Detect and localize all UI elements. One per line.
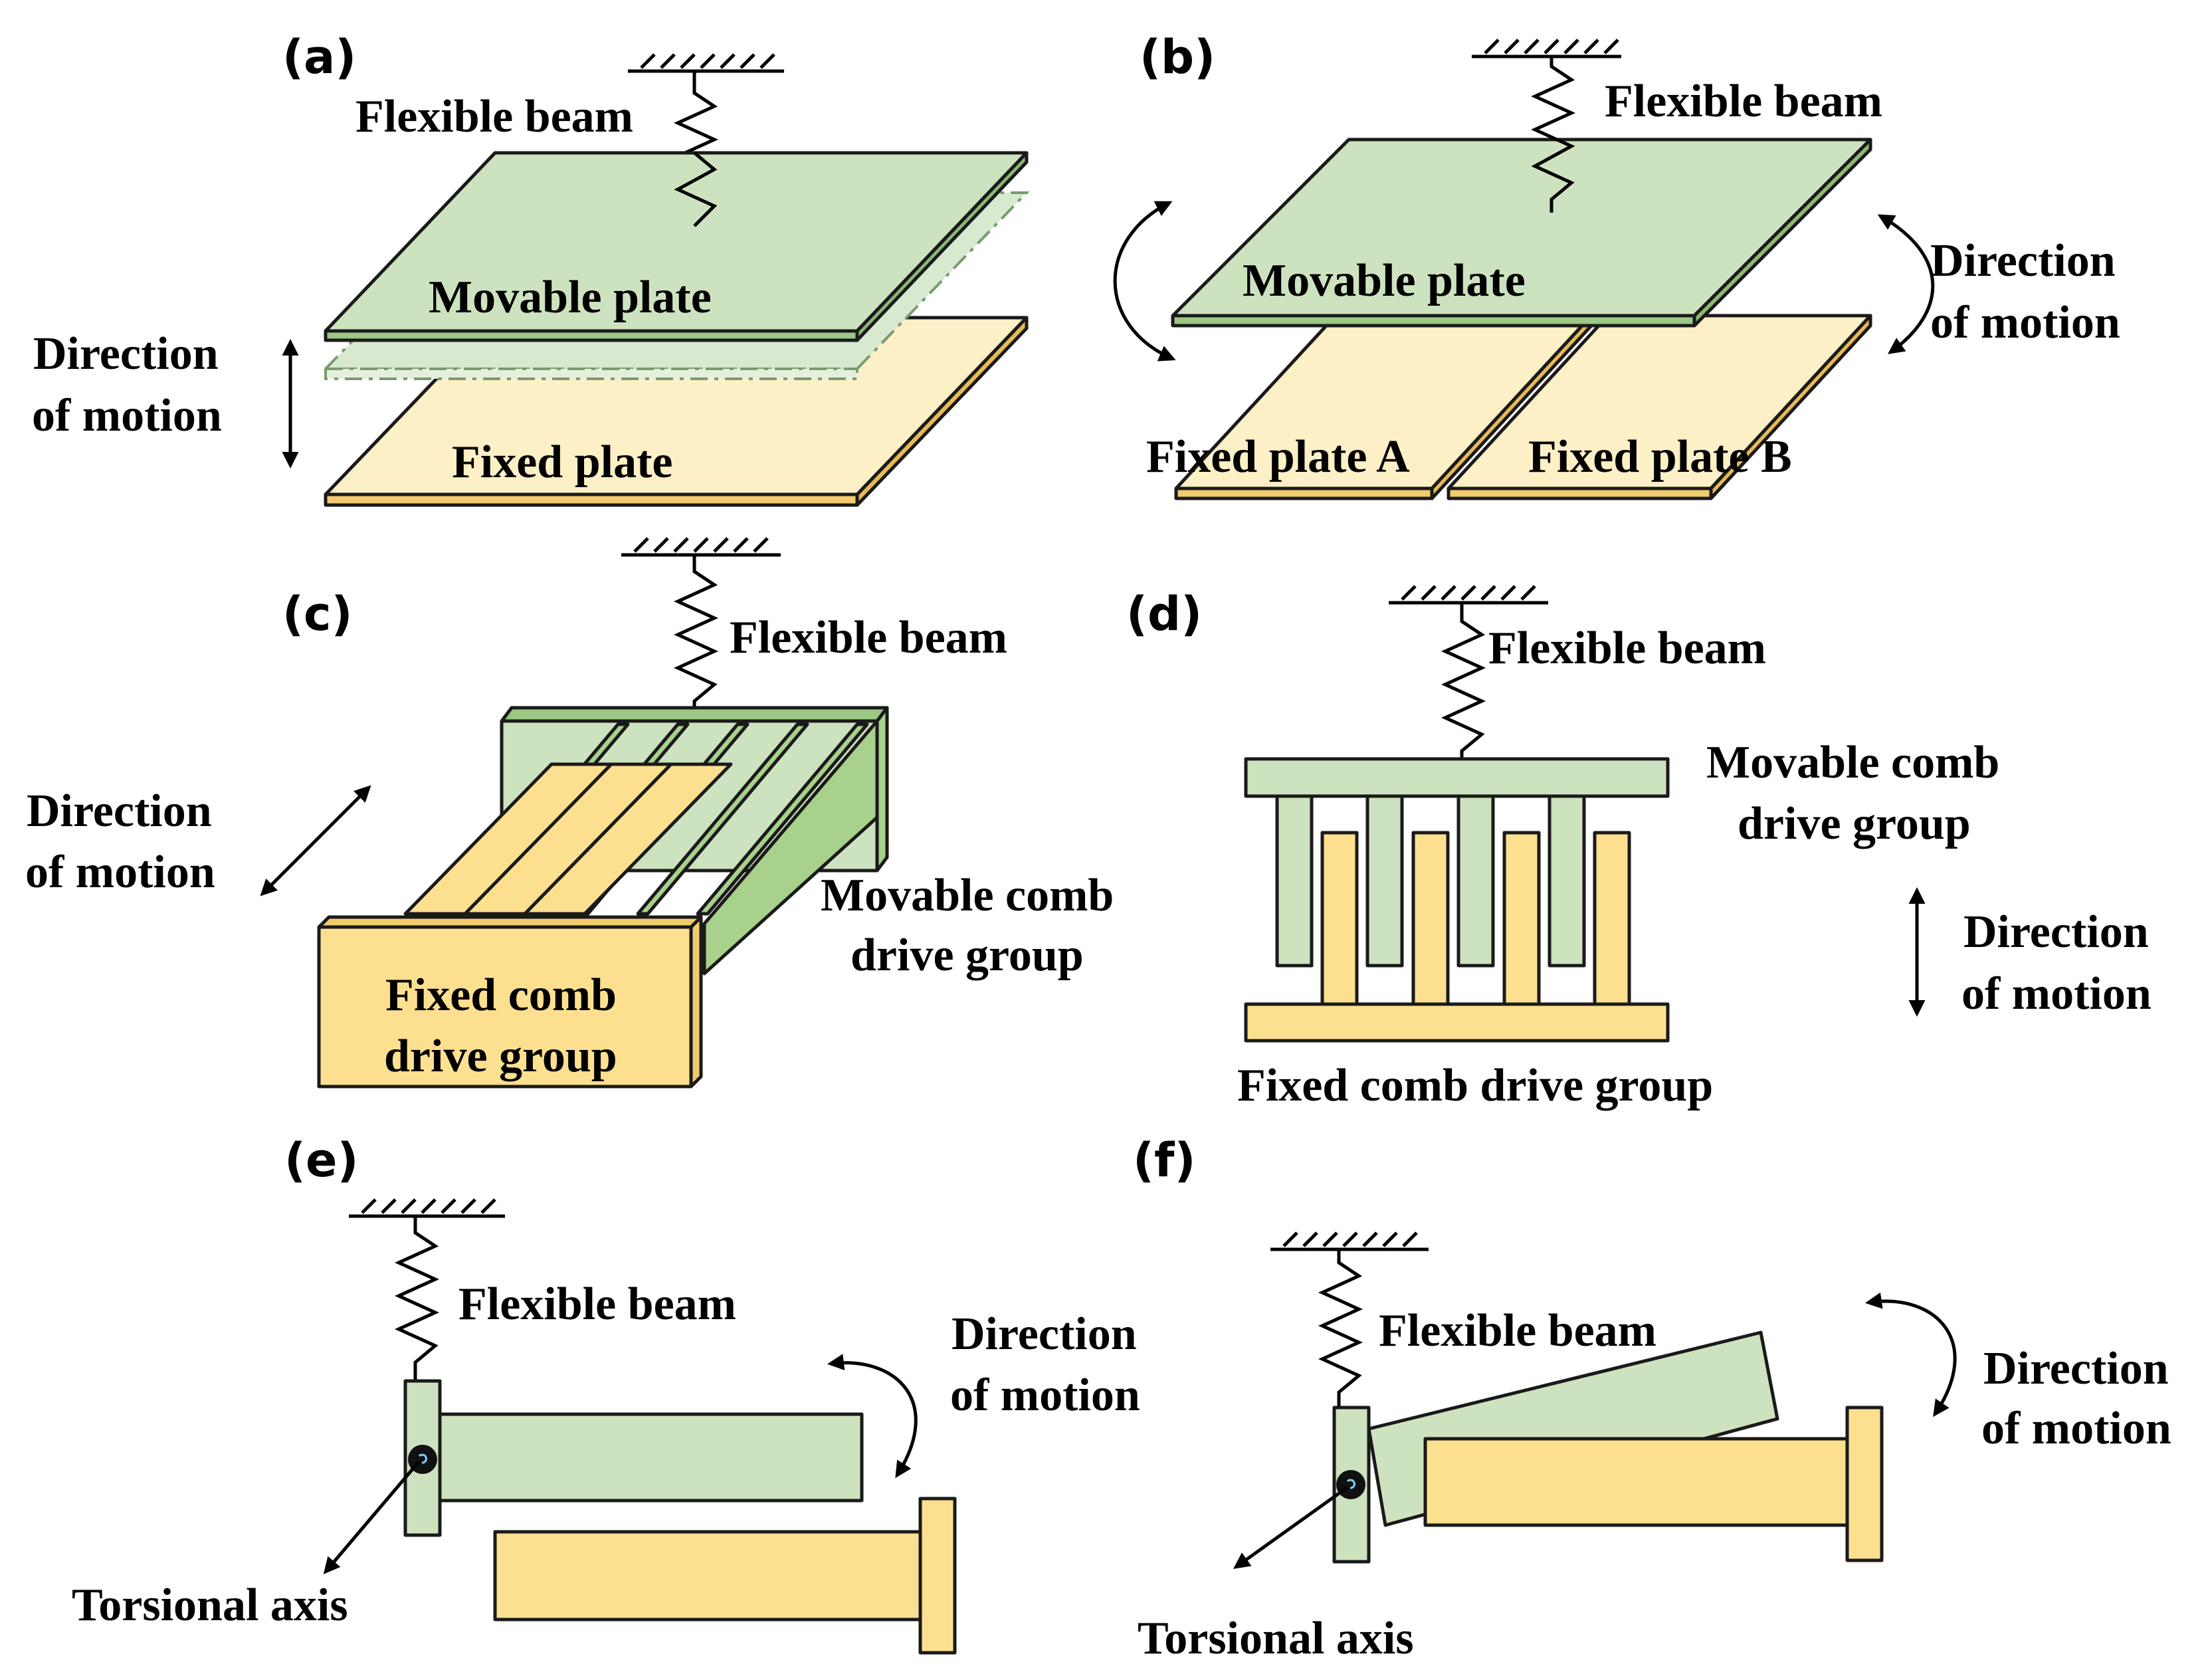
panel-f-tag: (f) xyxy=(1133,1133,1195,1188)
panel-b-movable-plate-label: Movable plate xyxy=(1243,255,1526,306)
panel-e-torsional-axis-arrow xyxy=(323,1461,420,1574)
panel-a-spring-lower xyxy=(674,152,718,227)
panel-e-movable-beam xyxy=(403,1379,864,1537)
panel-e-tag: (e) xyxy=(284,1133,358,1188)
panel-e-rotation-arrow xyxy=(827,1354,918,1479)
panel-a-direction-label-1: Direction xyxy=(33,328,219,379)
panel-c-anchor-icon xyxy=(621,537,781,557)
panel-a-fixed-plate-label: Fixed plate xyxy=(452,437,672,488)
panel-b-left-rotation-arrow xyxy=(1113,201,1176,362)
panel-c-movable-comb-side xyxy=(702,719,879,976)
panel-e-direction-label-1: Direction xyxy=(952,1309,1137,1360)
panel-e-anchor-icon xyxy=(349,1198,505,1218)
panel-e-torsional-axis-label: Torsional axis xyxy=(72,1580,348,1631)
panel-f-spring xyxy=(1318,1249,1363,1408)
panel-c-direction-label-1: Direction xyxy=(27,786,212,837)
panel-a-anchor-icon xyxy=(628,53,784,73)
panel-c-direction-label-2: of motion xyxy=(25,847,215,898)
panel-b-direction-label-2: of motion xyxy=(1930,297,2120,348)
panel-c-flexible-beam-label: Flexible beam xyxy=(730,612,1007,663)
panel-d-direction-label-2: of motion xyxy=(1961,968,2152,1019)
panel-b-anchor-icon xyxy=(1472,39,1621,58)
panel-f: (f) Flexible beam Torsional axis Directi… xyxy=(1133,1133,2171,1664)
panel-e-direction-label-2: of motion xyxy=(950,1370,1140,1421)
panel-a-movable-plate xyxy=(324,151,1029,342)
panel-b-right-rotation-arrow xyxy=(1877,214,1935,354)
panel-d-fixed-comb xyxy=(1244,831,1670,1043)
panel-c: (c) Flexible beam xyxy=(25,537,1114,1089)
panel-c-fixed-comb-label-1: Fixed comb xyxy=(385,970,617,1021)
panel-d: (d) Flexible beam Movable comb drive gro… xyxy=(1126,585,2152,1111)
panel-d-movable-comb xyxy=(1244,757,1670,968)
panel-f-torsional-axis-icon xyxy=(1336,1470,1365,1499)
panel-b-fixed-plate-b-label: Fixed plate B xyxy=(1528,431,1792,482)
panel-b: (b) Flexible beam Movable plate Fixed pl… xyxy=(1113,30,2120,500)
panel-c-movable-comb-label-2: drive group xyxy=(851,930,1084,981)
panel-f-direction-label-2: of motion xyxy=(1981,1403,2171,1454)
panel-a-tag: (a) xyxy=(282,30,356,84)
panel-d-fixed-comb-label: Fixed comb drive group xyxy=(1237,1060,1713,1111)
panel-b-direction-label-1: Direction xyxy=(1930,235,2116,286)
panel-d-movable-comb-label-1: Movable comb xyxy=(1706,737,1999,788)
panel-f-direction-label-1: Direction xyxy=(1983,1343,2169,1394)
panel-e-fixed-beam xyxy=(493,1497,957,1655)
panel-a-direction-label-2: of motion xyxy=(32,390,222,441)
panel-e-flexible-beam-label: Flexible beam xyxy=(458,1279,736,1330)
panel-f-fixed-beam xyxy=(1423,1406,1884,1562)
panel-c-movable-comb-label-1: Movable comb xyxy=(821,870,1114,921)
panel-d-flexible-beam-label: Flexible beam xyxy=(1488,623,1766,674)
panel-b-movable-plate xyxy=(1171,138,1872,328)
panel-d-anchor-icon xyxy=(1389,585,1548,605)
panel-c-fixed-fingers xyxy=(403,762,733,916)
panel-e-spring xyxy=(394,1216,440,1381)
panel-c-tag: (c) xyxy=(282,587,352,641)
panel-b-tag: (b) xyxy=(1140,30,1215,84)
panel-a-movable-plate-label: Movable plate xyxy=(429,272,712,323)
panel-b-spring xyxy=(1530,56,1576,213)
panel-b-fixed-plate-b xyxy=(1447,314,1872,500)
panel-f-anchor-icon xyxy=(1270,1231,1429,1251)
panel-b-fixed-plate-a-label: Fixed plate A xyxy=(1146,431,1410,482)
panel-c-fixed-comb xyxy=(317,915,703,1089)
panel-c-spring xyxy=(673,555,719,711)
panel-d-spring xyxy=(1441,603,1486,759)
panel-d-tag: (d) xyxy=(1126,587,1202,641)
panel-d-direction-label-1: Direction xyxy=(1963,906,2149,958)
panel-c-fixed-comb-label-2: drive group xyxy=(384,1031,617,1082)
panel-a: (a) Flexible beam Movable plate Fixed pl… xyxy=(32,30,1030,507)
panel-f-torsional-axis-arrow xyxy=(1233,1485,1349,1569)
panel-d-movable-comb-label-2: drive group xyxy=(1738,798,1971,849)
panel-c-direction-arrow xyxy=(260,785,371,896)
panel-b-flexible-beam-label: Flexible beam xyxy=(1605,76,1882,127)
panel-e: (e) Flexible beam Torsional axis Directi… xyxy=(72,1133,1140,1655)
panel-f-rotation-arrow xyxy=(1865,1292,1957,1418)
panel-a-flexible-beam-label: Flexible beam xyxy=(355,91,633,142)
panel-f-flexible-beam-label: Flexible beam xyxy=(1379,1305,1656,1356)
panel-f-torsional-axis-label: Torsional axis xyxy=(1138,1613,1414,1664)
